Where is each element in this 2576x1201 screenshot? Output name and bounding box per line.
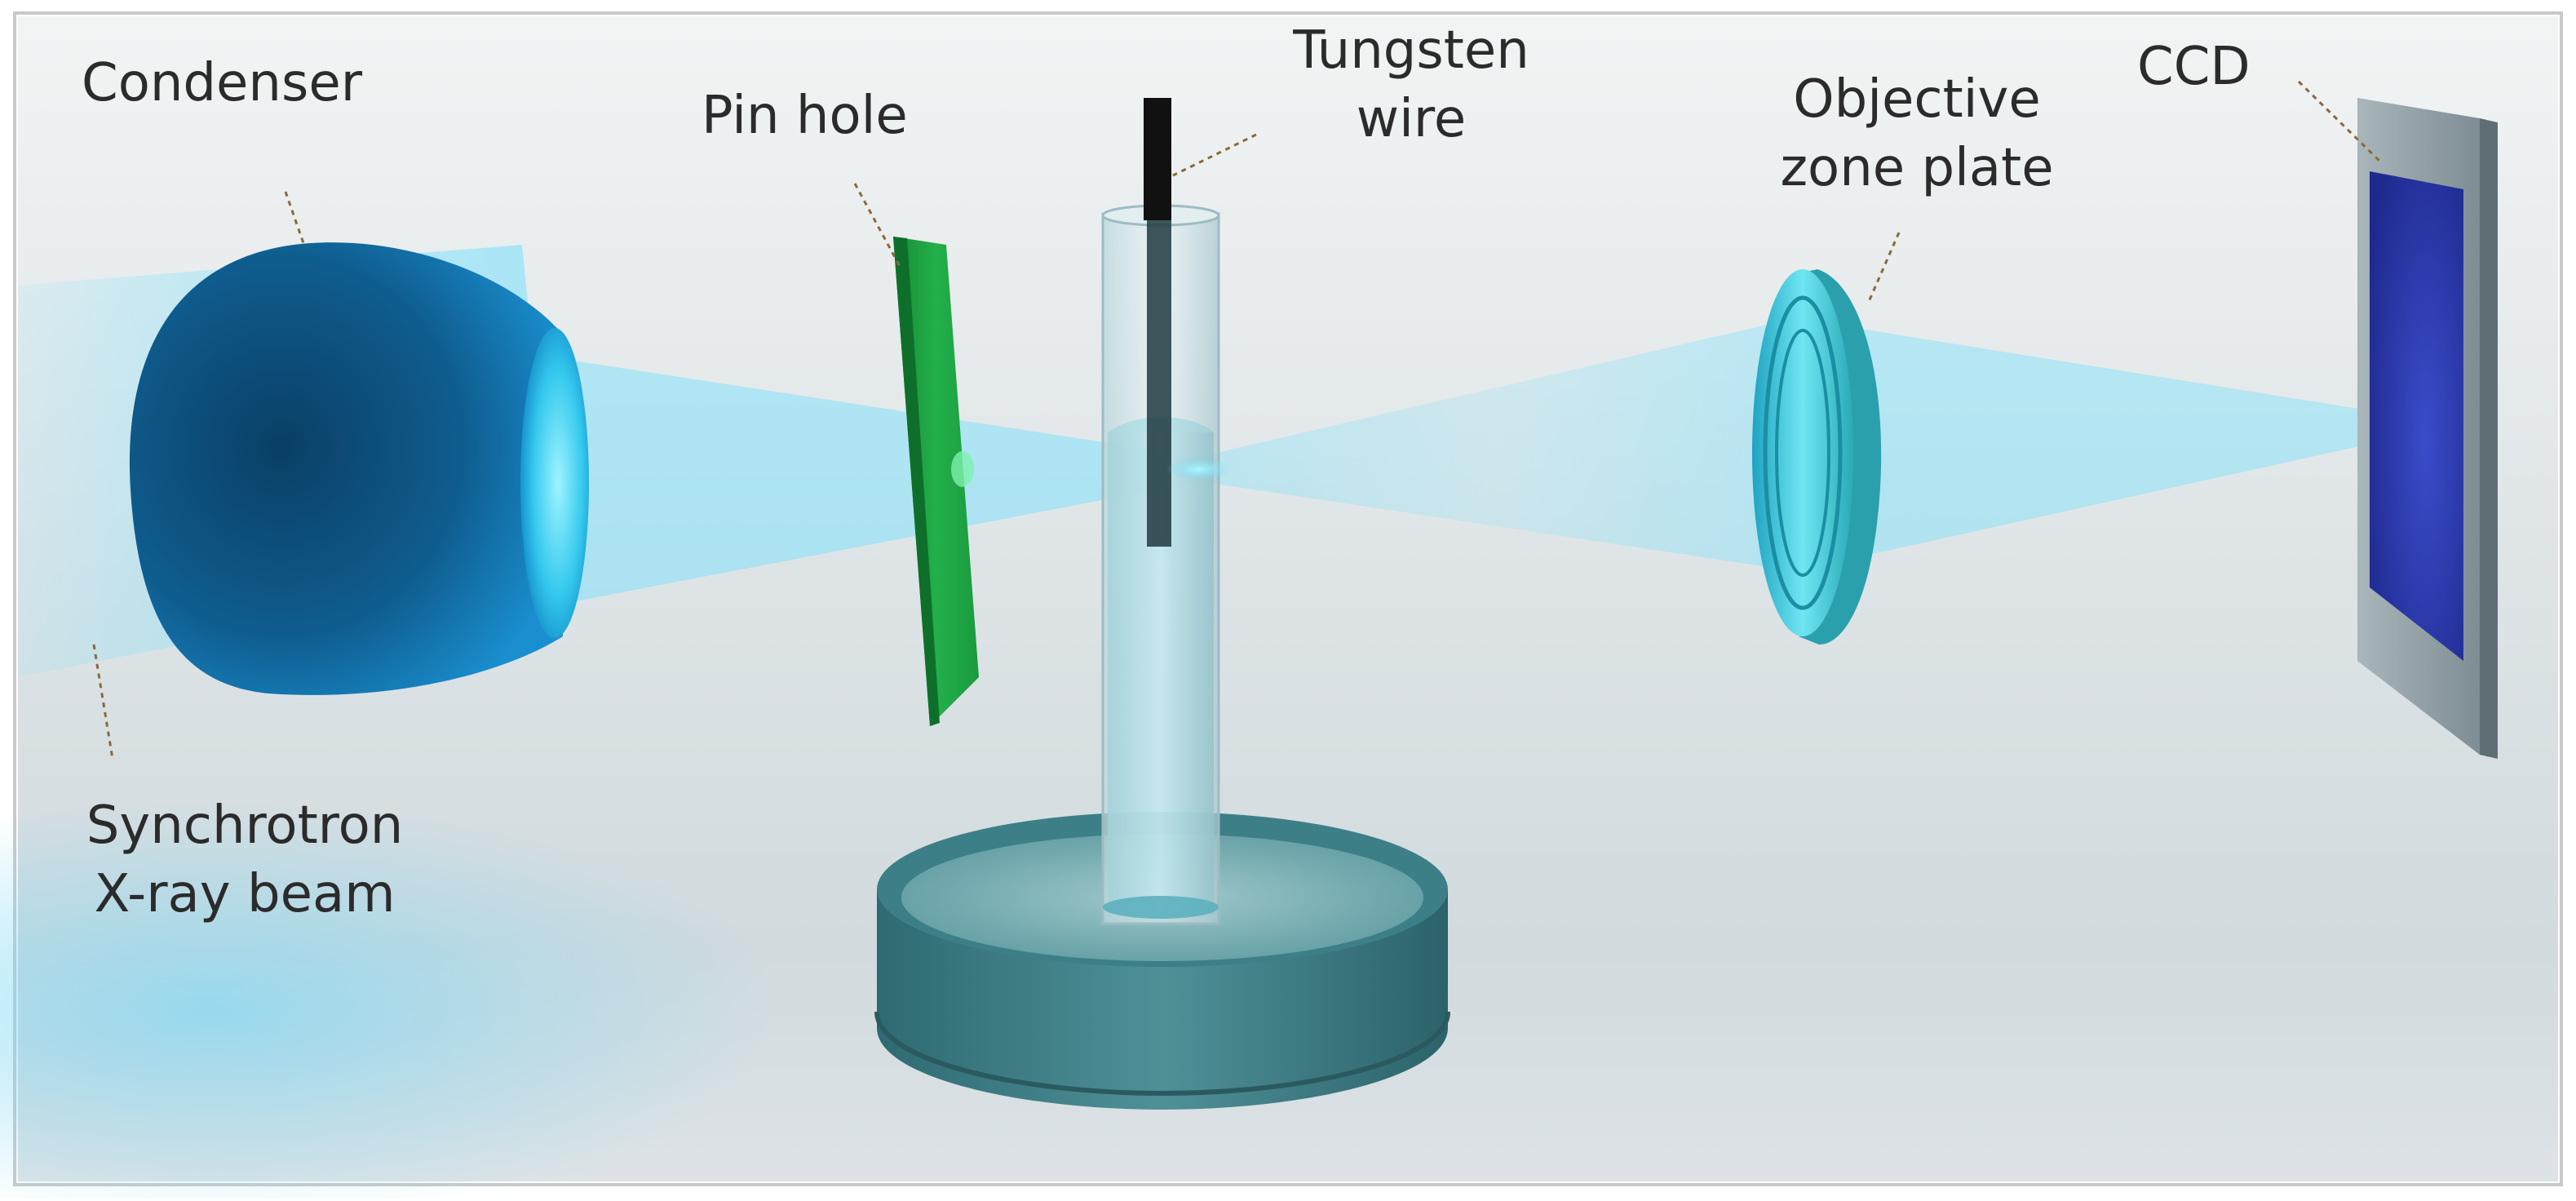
tungsten-wire-label-line1: Tungsten (1293, 20, 1529, 81)
pin-hole-label: Pin hole (702, 86, 908, 146)
synchrotron-beam-label: Synchrotron X-ray beam (33, 791, 457, 928)
objective-zone-plate-label-line2: zone plate (1780, 138, 2054, 198)
objective-zone-plate-label: Objective zone plate (1729, 65, 2105, 202)
objective-zone-plate-label-line1: Objective (1793, 69, 2041, 130)
synchrotron-beam-label-line2: X-ray beam (94, 864, 396, 924)
pin-hole (893, 237, 979, 726)
imaging-beam (1795, 318, 2414, 571)
focus-spot (1166, 458, 1232, 481)
ccd-detector (2357, 98, 2498, 759)
leader-lines (92, 80, 2383, 760)
converging-beam (563, 359, 1199, 604)
diverging-beam (1199, 318, 1795, 571)
synchrotron-beam-label-line1: Synchrotron (86, 795, 404, 856)
objective-zone-plate (1752, 269, 1882, 645)
leader-pin-hole (853, 183, 903, 270)
background-glow (0, 800, 783, 1201)
ccd-label: CCD (2137, 37, 2251, 97)
figure-border (13, 11, 2563, 1186)
condenser-label: Condenser (82, 53, 362, 113)
tungsten-wire-label-line2: wire (1356, 89, 1467, 149)
sample-dish (874, 812, 1450, 1110)
tungsten-wire (1144, 98, 1171, 547)
leader-zone-plate (1866, 232, 1901, 304)
condenser (129, 242, 589, 695)
tungsten-wire-label: Tungsten wire (1248, 16, 1574, 153)
